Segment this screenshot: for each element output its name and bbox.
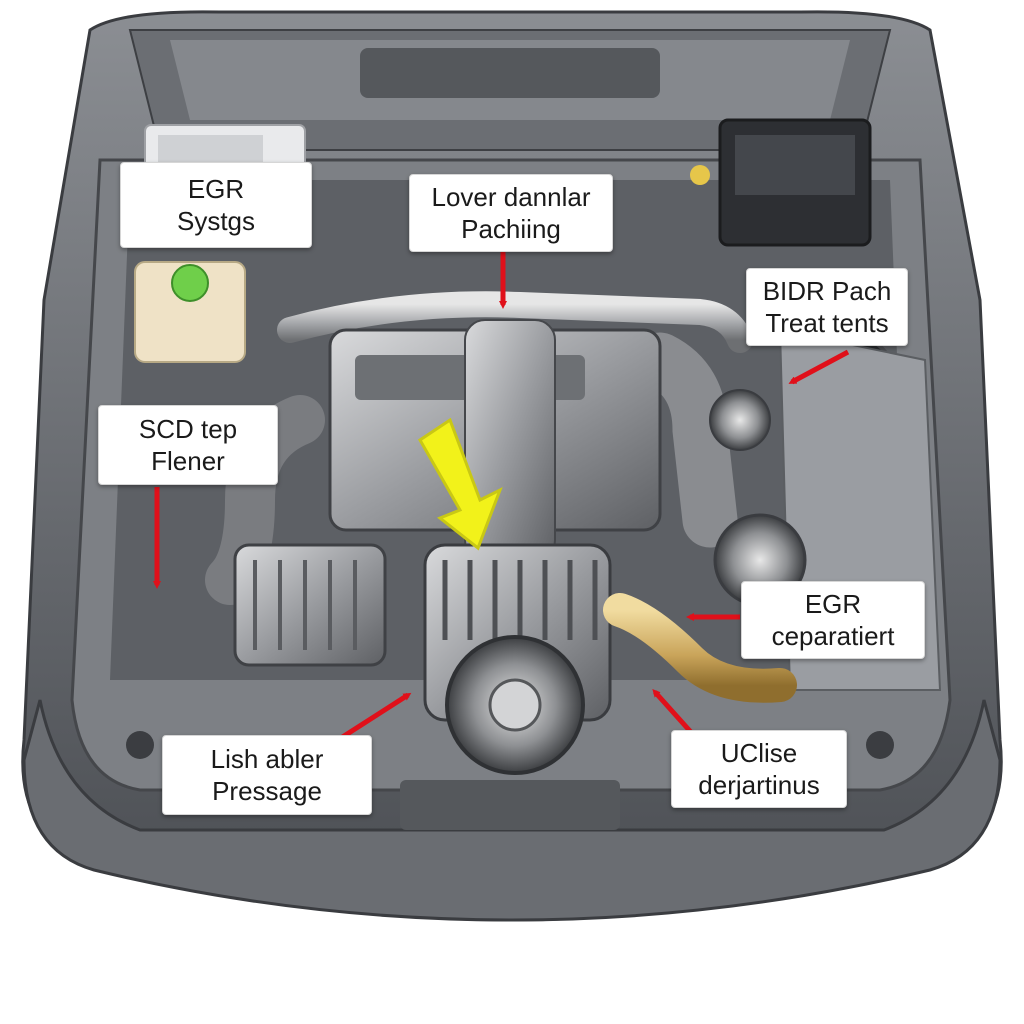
callout-line: UClise [720,738,798,768]
callout-line: Lover dannlar [431,182,591,212]
highlight-arrow [418,417,503,551]
callout-line: EGR [187,174,245,204]
callout-line: Systgs [176,206,256,236]
callout-line: EGR [804,589,862,619]
callout-line: Flener [151,446,225,476]
callout-line: derjartinus [698,770,820,800]
callout-line: BIDR Pach [762,276,892,306]
callout-ucliise: UClise derjartinus [671,730,847,808]
callout-egr-systgs: EGR Systgs [120,162,312,248]
callout-line: Pachiing [461,214,561,244]
coolant-reservoir-icon [134,261,246,363]
callout-egr-separatiert: EGR ceparatiert [741,581,925,659]
callout-line: Treat tents [765,308,889,338]
callout-line: SCD tep [138,414,238,444]
arrow-bidr-pach [788,349,850,385]
callout-line: Pressage [212,776,322,806]
callout-lish-abler: Lish abler Pressage [162,735,372,815]
callout-bidr-pach: BIDR Pach Treat tents [746,268,908,346]
callout-lover-dannlar: Lover dannlar Pachiing [409,174,613,252]
callout-line: Lish abler [210,744,324,774]
battery-icon [690,118,872,247]
callout-scd-tep: SCD tep Flener [98,405,278,485]
callout-line: ceparatiert [771,621,895,651]
